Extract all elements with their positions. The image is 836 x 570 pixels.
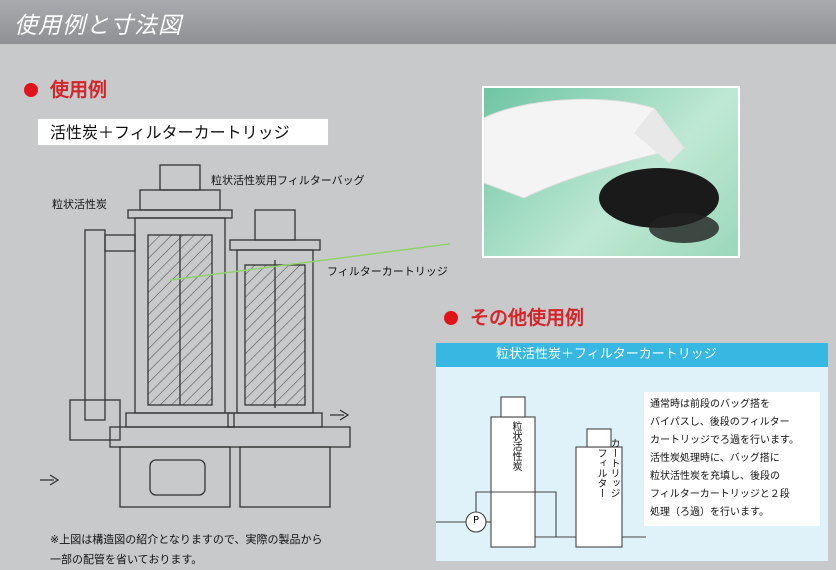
- label-filter-cartridge: フィルターカートリッジ: [327, 265, 448, 278]
- photo-illustration: [484, 98, 719, 243]
- other-heading: その他使用例: [444, 303, 584, 330]
- pump-label: P: [472, 515, 480, 526]
- desc-line: バイパスし、後段のフィルター: [650, 417, 790, 428]
- other-panel-title: 粒状活性炭＋フィルターカートリッジ: [436, 343, 828, 367]
- bullet-icon: [444, 311, 458, 325]
- desc-line: フィルターカートリッジと２段: [650, 489, 790, 500]
- usage-heading: 使用例: [24, 75, 107, 102]
- filter-unit-drawing: [40, 164, 450, 508]
- vessel1-text: 粒状活性炭: [510, 421, 521, 471]
- page-title: 使用例と寸法図: [14, 13, 182, 39]
- usage-label-box: 活性炭＋フィルターカートリッジ: [37, 118, 329, 146]
- desc-line: 処理（ろ過）を行います。: [650, 507, 769, 518]
- carbon-bag-photo: [482, 86, 740, 258]
- label-granular-carbon: 粒状活性炭: [52, 198, 107, 211]
- desc-line: 通常時は前段のバッグ搭を: [650, 399, 770, 410]
- vessel2-text-b: カートリッジ: [608, 438, 619, 498]
- drawing-note: ※上図は構造図の紹介となりますので、実際の製品から 一部の配管を省いております。: [50, 530, 322, 570]
- bullet-icon: [24, 83, 38, 97]
- other-description-box: 通常時は前段のバッグ搭を バイパスし、後段のフィルター カートリッジでろ過を行い…: [644, 392, 820, 526]
- title-bar: 使用例と寸法図: [0, 0, 836, 44]
- desc-line: 活性炭処理時に、バッグ搭に: [650, 453, 780, 464]
- note-line-2: 一部の配管を省いております。: [50, 553, 203, 566]
- label-filter-bag: 粒状活性炭用フィルターバッグ: [211, 174, 365, 187]
- desc-line: 粒状活性炭を充填し、後段の: [650, 471, 780, 482]
- other-heading-text: その他使用例: [470, 307, 585, 329]
- note-line-1: ※上図は構造図の紹介となりますので、実際の製品から: [50, 533, 323, 546]
- usage-heading-text: 使用例: [50, 79, 108, 101]
- vessel2-text: フィルター: [595, 448, 606, 498]
- two-stage-diagram: [436, 396, 646, 548]
- desc-line: カートリッジでろ過を行います。: [650, 435, 799, 446]
